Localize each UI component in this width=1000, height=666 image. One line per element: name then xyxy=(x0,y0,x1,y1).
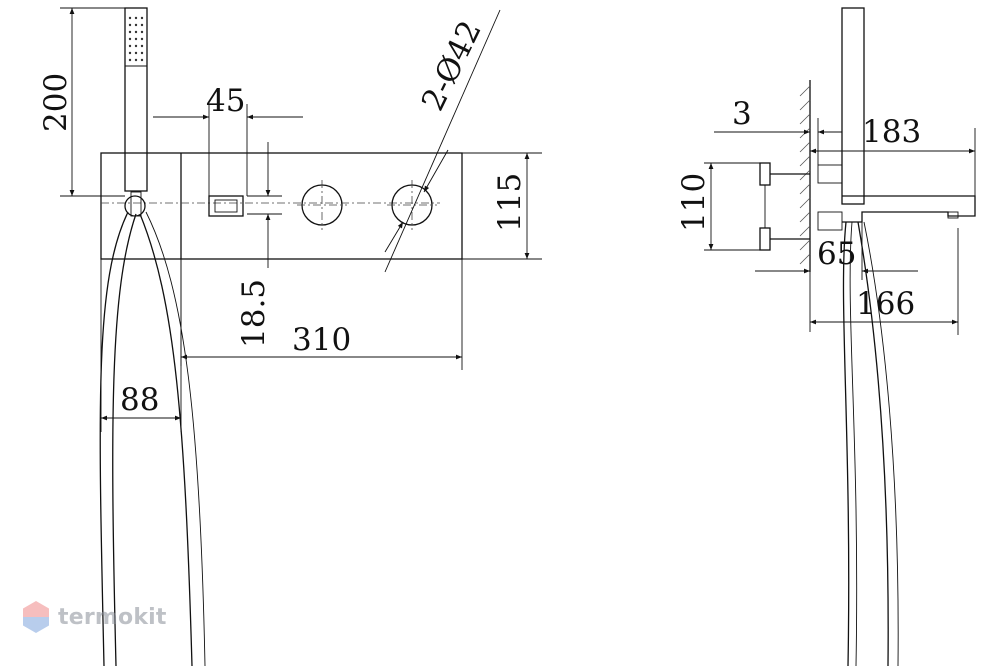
dim-115-label: 115 xyxy=(492,173,528,232)
dim-310: 310 xyxy=(180,259,463,370)
dim-110-label: 110 xyxy=(676,173,712,232)
dim-200-label: 200 xyxy=(38,73,74,132)
dim-2-phi-42-label: 2-Ø42 xyxy=(415,15,489,116)
dim-18-5: 18.5 xyxy=(236,142,282,348)
dim-88-label: 88 xyxy=(120,382,159,418)
dim-3: 3 xyxy=(714,96,842,165)
wall xyxy=(799,80,811,272)
front-view: 200 45 2-Ø42 115 xyxy=(38,7,542,666)
dim-166-label: 166 xyxy=(856,286,915,322)
dim-65: 65 xyxy=(755,222,918,280)
dim-183: 183 xyxy=(810,114,976,196)
shower-hose-side xyxy=(842,221,899,666)
mount-brackets xyxy=(759,162,843,251)
dim-88: 88 xyxy=(100,259,182,432)
dim-18-5-label: 18.5 xyxy=(236,279,272,348)
dim-115: 115 xyxy=(462,152,542,260)
side-view: 3 183 110 65 166 xyxy=(676,7,976,666)
hand-shower-side xyxy=(841,7,865,205)
dim-166: 166 xyxy=(809,228,959,335)
dim-45-label: 45 xyxy=(206,83,245,119)
dim-45: 45 xyxy=(153,83,303,196)
dim-2-phi-42: 2-Ø42 xyxy=(384,9,501,273)
dim-310-label: 310 xyxy=(292,322,351,358)
dim-3-label: 3 xyxy=(732,96,752,132)
spout-side xyxy=(842,195,976,223)
hand-shower xyxy=(124,7,148,192)
dim-200: 200 xyxy=(38,7,125,197)
shower-hose-front xyxy=(99,211,206,666)
hexagon-logo-icon xyxy=(23,601,49,633)
watermark-text: termokit xyxy=(58,604,167,630)
mixer-panel xyxy=(100,152,463,260)
shower-nozzles xyxy=(128,16,144,62)
watermark: termokit xyxy=(22,600,167,634)
dim-65-label: 65 xyxy=(817,236,856,272)
dim-110: 110 xyxy=(676,162,760,251)
dim-183-label: 183 xyxy=(862,114,921,150)
